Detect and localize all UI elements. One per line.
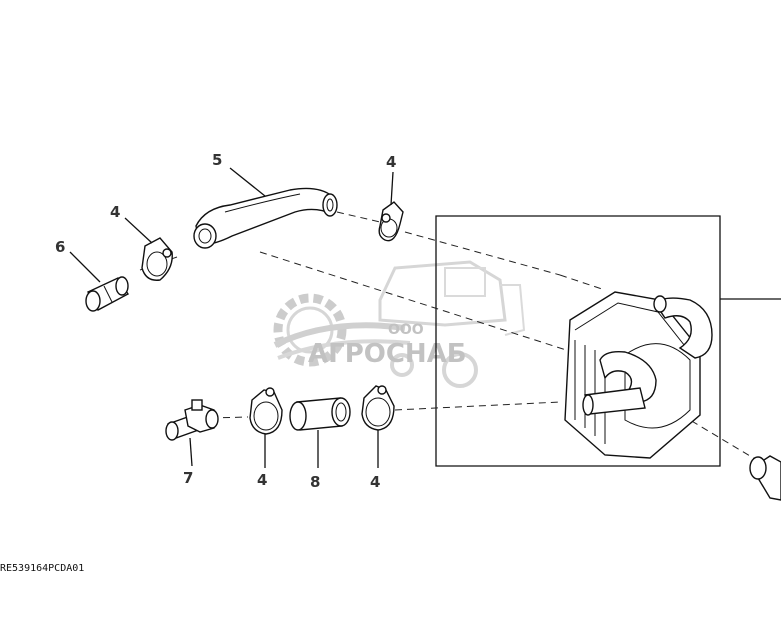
callout-part-6: 6: [55, 238, 65, 256]
callout-part-4-left: 4: [110, 203, 120, 221]
watermark: ООО АГРОСНАБ: [273, 260, 526, 388]
watermark-small: ООО: [388, 322, 424, 338]
leader-7: [189, 437, 193, 467]
part-edge-fitting: [749, 455, 781, 501]
gear-logo-icon: [273, 293, 411, 367]
part-clamp-bottom-right: [361, 385, 395, 431]
part-straight-hose: [289, 397, 351, 431]
part-tee-fitting: [165, 399, 219, 441]
drawing-code: RE539164PCDA01: [0, 563, 84, 574]
part-clamp-left: [141, 237, 173, 281]
callout-part-4-top: 4: [386, 153, 396, 171]
cooler-frame: [435, 215, 721, 467]
callout-part-4-bottom-right: 4: [370, 473, 380, 491]
combine-harvester-icon: [378, 260, 526, 388]
callout-part-7: 7: [183, 469, 193, 487]
watermark-large: АГРОСНАБ: [308, 339, 467, 369]
part-clamp-top: [378, 201, 404, 242]
part-fitting: [85, 276, 129, 312]
callout-part-5: 5: [212, 151, 222, 169]
callout-part-8: 8: [310, 473, 320, 491]
leader-5: [229, 167, 266, 197]
callout-part-4-bottom-left: 4: [257, 471, 267, 489]
leader-4-left: [124, 217, 153, 244]
part-hose: [193, 187, 338, 249]
oil-cooler: [564, 291, 713, 459]
leader-4-top: [390, 171, 394, 206]
part-clamp-bottom-left: [249, 387, 283, 435]
leader-6: [69, 251, 101, 283]
